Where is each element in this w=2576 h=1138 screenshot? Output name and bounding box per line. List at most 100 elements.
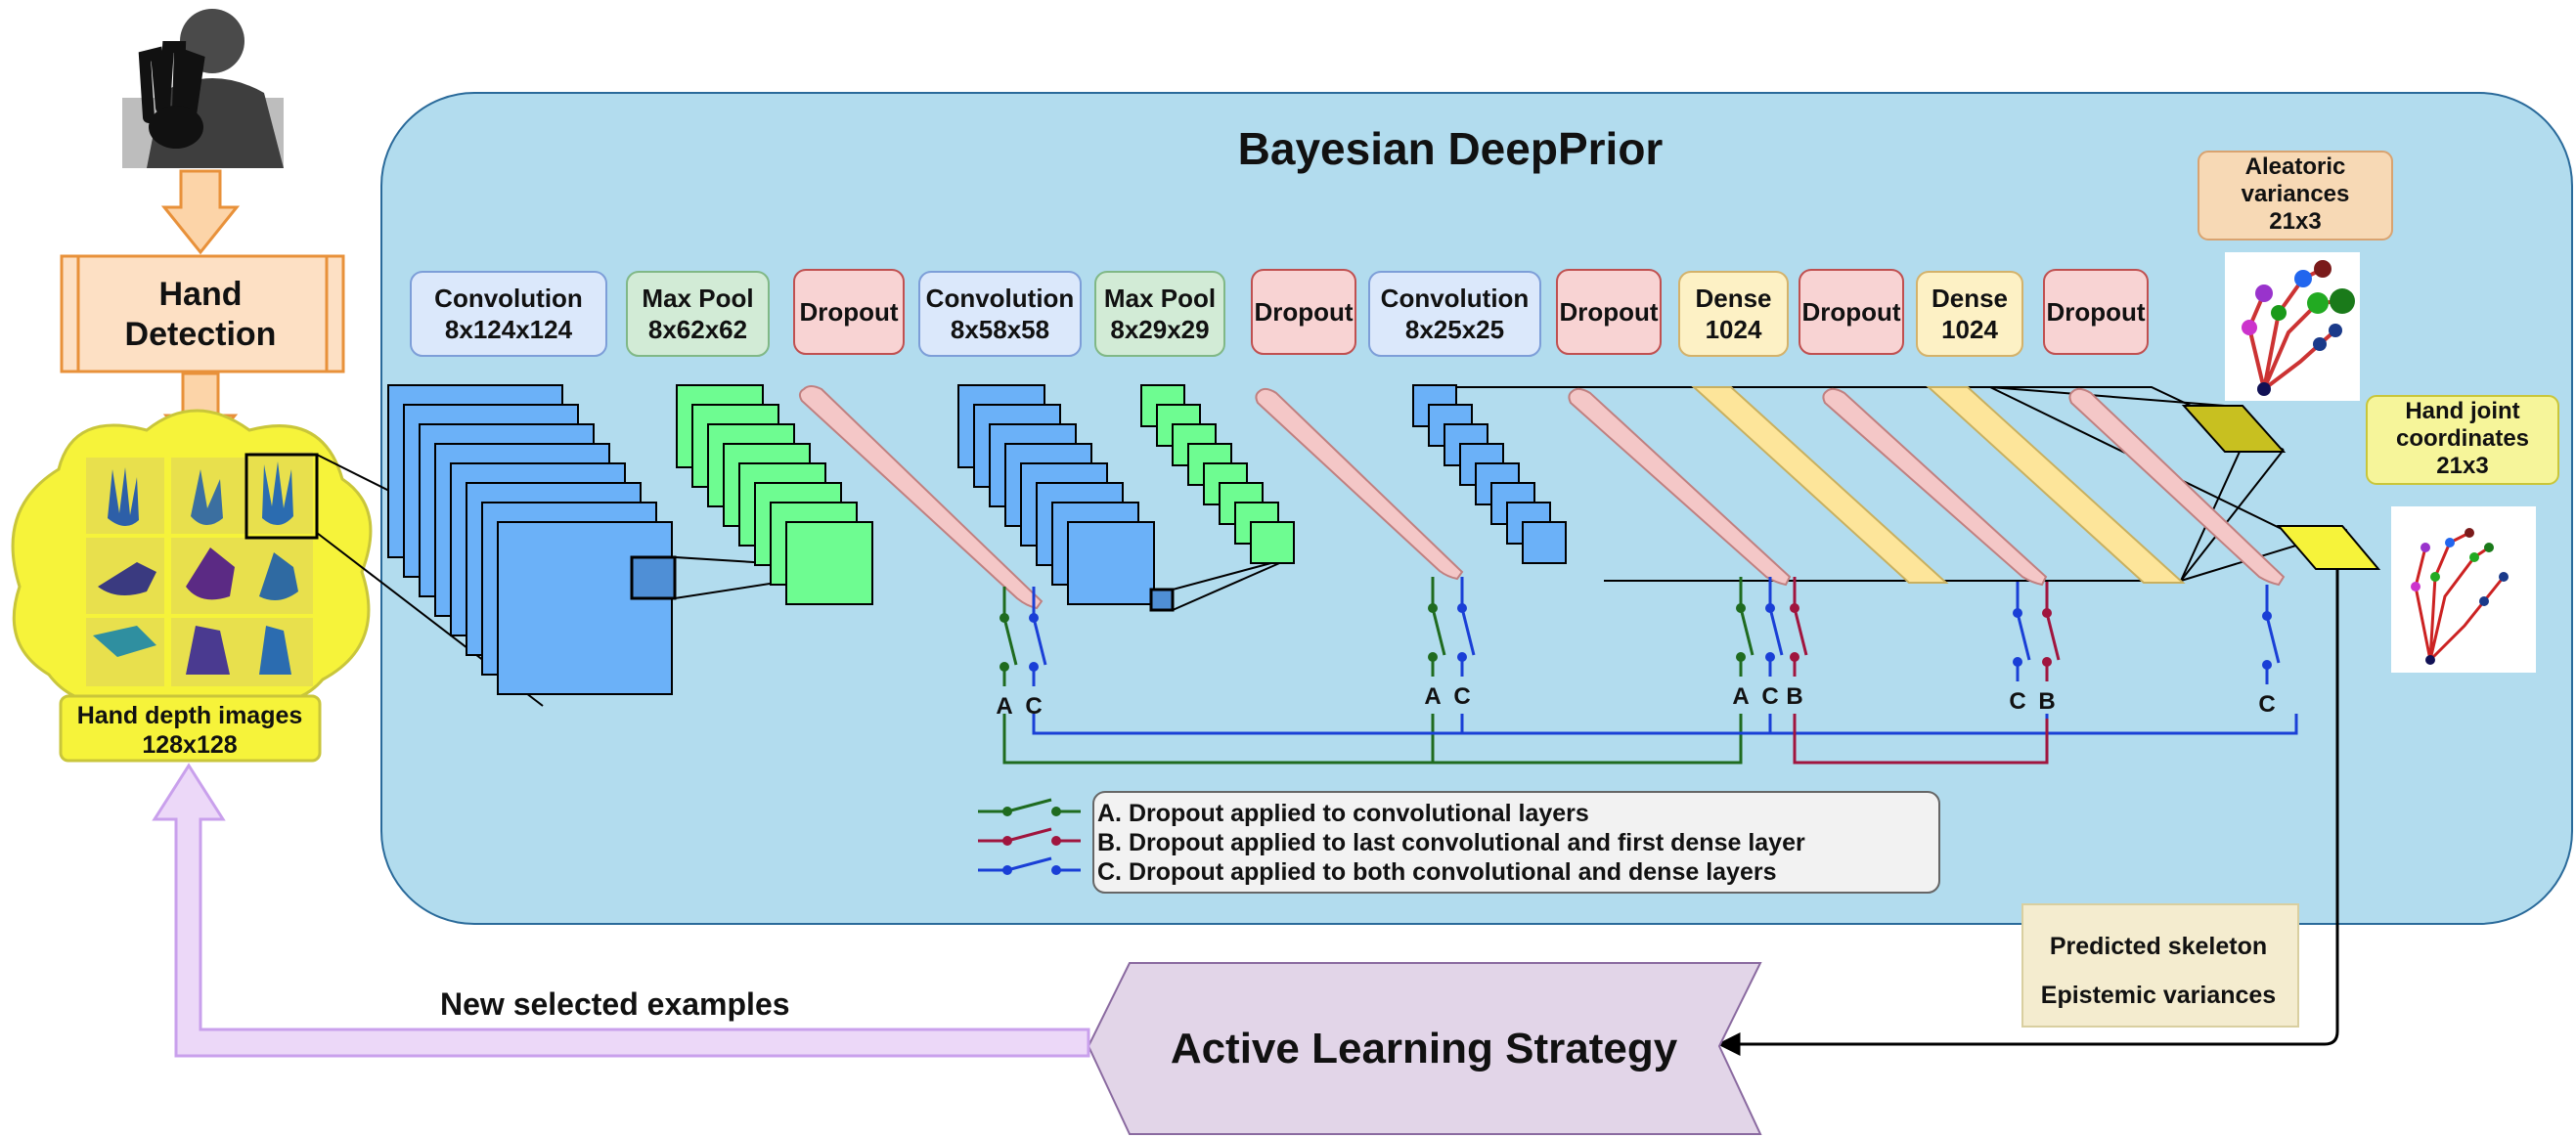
dense-2-shape <box>1926 386 2186 584</box>
legend-text-c: C. Dropout applied to both convolutional… <box>1097 858 1777 886</box>
predicted-box <box>2021 903 2299 1028</box>
network-title: Bayesian DeepPrior <box>1238 123 1664 174</box>
conv1-map-8 <box>497 521 673 695</box>
predicted-skeleton-label: Predicted skeleton <box>2050 933 2267 960</box>
sw-dense2-label-B: B <box>2038 688 2055 715</box>
bus-c <box>1032 714 2298 735</box>
sw-dense1-label-A: A <box>1732 683 1749 710</box>
pool2-label-box <box>1094 271 1225 357</box>
sw-dense1-lever-A <box>1739 607 1754 656</box>
sw-dense1-label-C: C <box>1761 683 1778 710</box>
conv2-map-8 <box>1067 521 1155 605</box>
drop1-label: Dropout <box>799 297 898 327</box>
dense1-label-2: 1024 <box>1706 315 1762 344</box>
aleatoric-label-2: variances <box>2242 181 2350 207</box>
new-examples-label: New selected examples <box>440 986 790 1022</box>
pool2-map-8 <box>1250 521 1295 564</box>
dropout-1-shape <box>798 385 1044 610</box>
sw-drop3-label-A: A <box>1424 683 1441 710</box>
drop1-label-box <box>793 269 905 355</box>
sw-dense2-label-C: C <box>2009 688 2025 715</box>
drop4-label-box <box>1799 269 1904 355</box>
sw-drop1-lever-C <box>1032 617 1047 666</box>
dense1-label-1: Dense <box>1695 284 1771 313</box>
aleatoric-skeleton-icon <box>2225 252 2360 401</box>
conv1-feature-maps <box>387 384 673 695</box>
aleatoric-label-3: 21x3 <box>2269 208 2321 235</box>
legend-A-lever <box>1006 798 1052 813</box>
sw-dense1-label-B: B <box>1786 683 1802 710</box>
conv2-label-1: Convolution <box>926 284 1075 313</box>
dropout-3-shape <box>1568 387 1792 587</box>
joints-label-1: Hand joint <box>2405 398 2519 424</box>
aleatoric-output-shape <box>2181 405 2287 453</box>
pool1-feature-maps <box>676 384 873 605</box>
dense2-label-box <box>1916 271 2023 357</box>
drop3-label: Dropout <box>1559 297 1658 327</box>
bus-a <box>1002 714 1743 765</box>
dense-1-shape <box>1691 386 1949 584</box>
conv1-label-2: 8x124x124 <box>445 315 573 344</box>
depth-images-label-box <box>59 694 322 763</box>
conv2-kernel <box>1149 588 1175 612</box>
depth-images-label-1: Hand depth images <box>77 702 303 729</box>
conv1-kernel <box>630 555 677 600</box>
arrow-to-detection <box>160 169 241 255</box>
conv3-label-1: Convolution <box>1381 284 1530 313</box>
dense2-label-2: 1024 <box>1941 315 1998 344</box>
output-to-active-learning-arrow <box>1716 569 2339 1056</box>
joints-label-3: 21x3 <box>2436 453 2488 479</box>
sw-final-label-C: C <box>2258 691 2275 718</box>
sw-dense1-lever-B <box>1793 607 1808 656</box>
hand-depth-thumbnails <box>86 452 319 686</box>
epistemic-variances-label: Epistemic variances <box>2041 982 2276 1009</box>
conv2-label-2: 8x58x58 <box>951 315 1049 344</box>
pool1-map-8 <box>785 521 873 605</box>
conv1-label-box <box>410 271 607 357</box>
sw-drop1-lever-A <box>1002 617 1018 666</box>
dense1-label-box <box>1678 271 1789 357</box>
sw-dense1-lever-C <box>1768 607 1784 656</box>
drop5-label-box <box>2043 269 2149 355</box>
pool1-label-1: Max Pool <box>642 284 753 313</box>
pool2-label-1: Max Pool <box>1104 284 1216 313</box>
dense2-label-1: Dense <box>1932 284 2008 313</box>
person-silhouette-icon <box>122 9 284 168</box>
sw-drop3-lever-A <box>1431 607 1446 656</box>
hand-detection-label-1: Hand <box>159 276 243 313</box>
hand-detection-label-2: Detection <box>125 316 277 353</box>
pool1-label-box <box>626 271 770 357</box>
conv3-label-2: 8x25x25 <box>1405 315 1504 344</box>
hand-detection-box <box>60 254 345 373</box>
drop4-label: Dropout <box>1801 297 1900 327</box>
joints-label-box <box>2366 395 2559 485</box>
conv3-label-box <box>1368 271 1541 357</box>
drop3-label-box <box>1556 269 1662 355</box>
sw-dense2-lever-B <box>2045 612 2061 661</box>
sw-drop1-label-C: C <box>1025 693 1042 720</box>
conv3-map-8 <box>1522 521 1567 564</box>
sw-drop1-label-A: A <box>996 693 1012 720</box>
pool1-label-2: 8x62x62 <box>648 315 747 344</box>
conv3-feature-maps <box>1412 384 1567 564</box>
dropout-2-shape <box>1255 387 1464 581</box>
legend-C-lever <box>1006 856 1052 872</box>
legend-text-a: A. Dropout applied to convolutional laye… <box>1097 800 1589 827</box>
conv2-to-pool2-link <box>1172 556 1294 612</box>
joints-output-shape <box>2276 525 2381 570</box>
dropout-5-shape <box>2068 387 2286 587</box>
bus-b <box>1793 714 2049 765</box>
depth-images-label-2: 128x128 <box>142 731 237 759</box>
pool2-label-2: 8x29x29 <box>1110 315 1209 344</box>
legend-B-lever <box>1006 827 1052 843</box>
aleatoric-label-1: Aleatoric <box>2245 153 2346 180</box>
feedback-arrow <box>152 763 1090 1058</box>
legend-box <box>1092 791 1940 894</box>
active-learning-label: Active Learning Strategy <box>1171 1025 1678 1072</box>
drop2-label: Dropout <box>1254 297 1353 327</box>
joints-skeleton-icon <box>2391 506 2536 673</box>
sw-final-lever-C <box>2265 615 2281 664</box>
